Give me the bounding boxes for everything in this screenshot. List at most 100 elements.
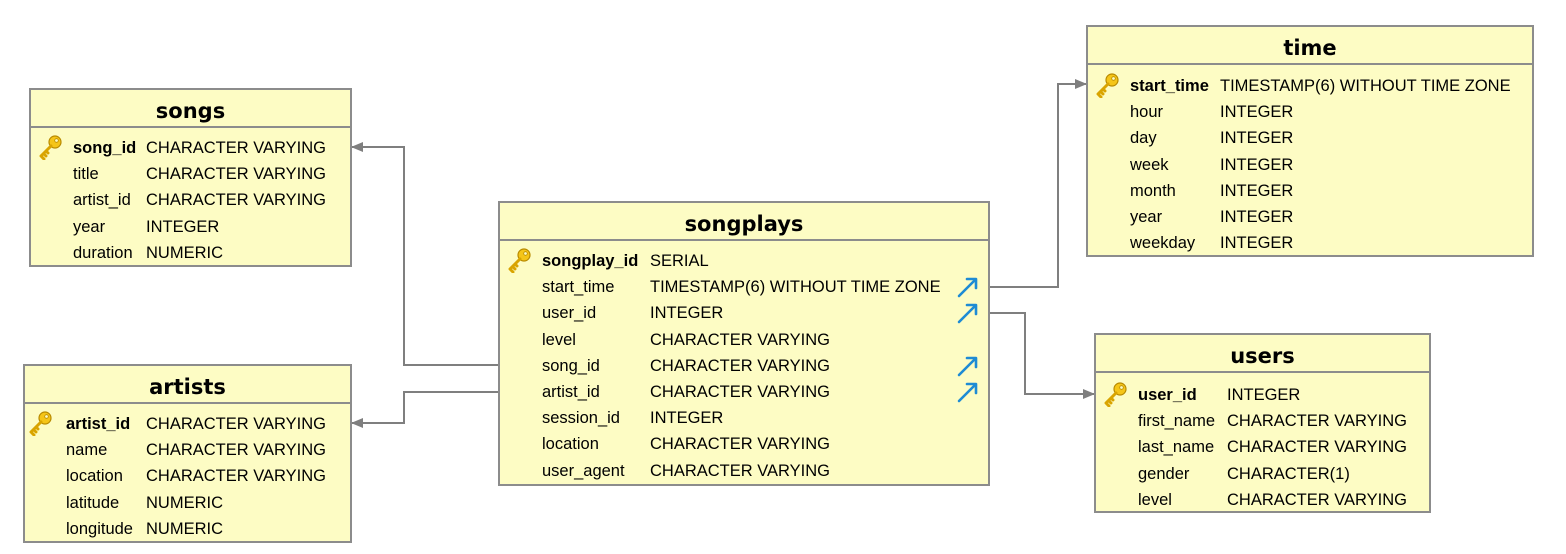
column-type: CHARACTER VARYING: [146, 191, 327, 210]
column-row-gender[interactable]: gender CHARACTER(1): [1096, 461, 1429, 487]
column-name: user_id: [1138, 386, 1197, 404]
column-name: year: [73, 217, 106, 236]
column-name: artist_id: [73, 191, 131, 210]
column-type: INTEGER: [650, 409, 724, 428]
column-name: location: [66, 467, 123, 486]
column-type: CHARACTER VARYING: [146, 441, 327, 460]
column-type: CHARACTER VARYING: [146, 139, 327, 157]
column-type: CHARACTER VARYING: [146, 467, 327, 486]
table-title: time: [1088, 27, 1532, 65]
column-name: start_time: [1130, 77, 1209, 95]
connector-songplays-to-songs: [351, 142, 498, 366]
column-type: SERIAL: [650, 252, 709, 270]
column-row-weekday[interactable]: weekday INTEGER: [1088, 230, 1532, 256]
column-type: CHARACTER VARYING: [650, 383, 831, 401]
column-name: title: [73, 165, 99, 184]
column-type: CHARACTER VARYING: [1227, 438, 1408, 457]
primary-key-icon: [1094, 72, 1120, 99]
column-name: level: [1138, 490, 1172, 509]
column-name: month: [1130, 181, 1176, 200]
column-row-start-time[interactable]: start_time TIMESTAMP(6) WITHOUT TIME ZONE: [1088, 73, 1532, 99]
column-name: location: [542, 435, 599, 454]
column-name: song_id: [542, 356, 600, 375]
column-name: name: [66, 441, 108, 460]
primary-key-icon: [506, 247, 532, 274]
column-row-level[interactable]: level CHARACTER VARYING: [500, 327, 988, 353]
connector-songplays-to-time: [990, 79, 1087, 288]
column-row-artist-id[interactable]: artist_id CHARACTER VARYING: [31, 187, 350, 213]
column-row-user-id[interactable]: user_id INTEGER: [500, 300, 988, 326]
column-name: user_id: [542, 304, 597, 323]
column-type: NUMERIC: [146, 519, 223, 538]
table-title: songs: [31, 90, 350, 128]
connector-songplays-to-artists: [351, 391, 498, 428]
column-row-artist-id[interactable]: artist_id CHARACTER VARYING: [500, 379, 988, 405]
column-name: level: [542, 330, 576, 349]
column-row-year[interactable]: year INTEGER: [31, 214, 350, 240]
column-row-name[interactable]: name CHARACTER VARYING: [25, 437, 350, 463]
table-time[interactable]: time start_time TIMESTAMP(6) WITHOUT TIME…: [1086, 25, 1534, 257]
column-type: TIMESTAMP(6) WITHOUT TIME ZONE: [650, 278, 941, 297]
column-row-songplay-id[interactable]: songplay_id SERIAL: [500, 248, 988, 274]
column-name: weekday: [1130, 234, 1196, 253]
column-name: hour: [1130, 103, 1164, 122]
column-row-level[interactable]: level CHARACTER VARYING: [1096, 487, 1429, 513]
column-type: INTEGER: [1220, 155, 1294, 174]
column-name: song_id: [73, 139, 137, 157]
column-row-week[interactable]: week INTEGER: [1088, 152, 1532, 178]
column-type: CHARACTER VARYING: [650, 330, 831, 349]
foreign-key-arrow-icon: [957, 302, 979, 324]
column-type: INTEGER: [650, 304, 724, 323]
column-name: longitude: [66, 519, 133, 538]
column-row-longitude[interactable]: longitude NUMERIC: [25, 516, 350, 542]
column-row-song-id[interactable]: song_id CHARACTER VARYING: [31, 135, 350, 161]
column-name: songplay_id: [542, 252, 639, 270]
column-row-location[interactable]: location CHARACTER VARYING: [500, 431, 988, 457]
column-type: NUMERIC: [146, 243, 223, 262]
column-type: CHARACTER VARYING: [650, 435, 831, 454]
column-name: artist_id: [542, 383, 600, 401]
column-name: gender: [1138, 464, 1190, 483]
table-title: songplays: [500, 203, 988, 241]
column-row-hour[interactable]: hour INTEGER: [1088, 99, 1532, 125]
column-type: INTEGER: [1220, 103, 1294, 122]
connector-songplays-to-users: [990, 312, 1095, 399]
column-name: last_name: [1138, 438, 1215, 457]
column-type: CHARACTER(1): [1227, 464, 1350, 483]
column-row-location[interactable]: location CHARACTER VARYING: [25, 463, 350, 489]
foreign-key-arrow-icon: [957, 276, 979, 298]
column-type: CHARACTER VARYING: [650, 461, 831, 480]
column-name: artist_id: [66, 415, 131, 433]
column-type: INTEGER: [146, 217, 220, 236]
table-title: artists: [25, 366, 350, 404]
column-type: TIMESTAMP(6) WITHOUT TIME ZONE: [1220, 77, 1511, 95]
column-type: INTEGER: [1220, 234, 1294, 253]
foreign-key-arrow-icon: [957, 355, 979, 377]
column-type: CHARACTER VARYING: [1227, 412, 1408, 431]
column-name: day: [1130, 129, 1157, 148]
primary-key-icon: [37, 134, 63, 161]
column-type: CHARACTER VARYING: [1227, 490, 1408, 509]
column-name: week: [1130, 155, 1169, 174]
primary-key-icon: [1102, 381, 1128, 408]
table-title: users: [1096, 335, 1429, 373]
foreign-key-arrow-icon: [957, 381, 979, 403]
column-row-last-name[interactable]: last_name CHARACTER VARYING: [1096, 434, 1429, 460]
